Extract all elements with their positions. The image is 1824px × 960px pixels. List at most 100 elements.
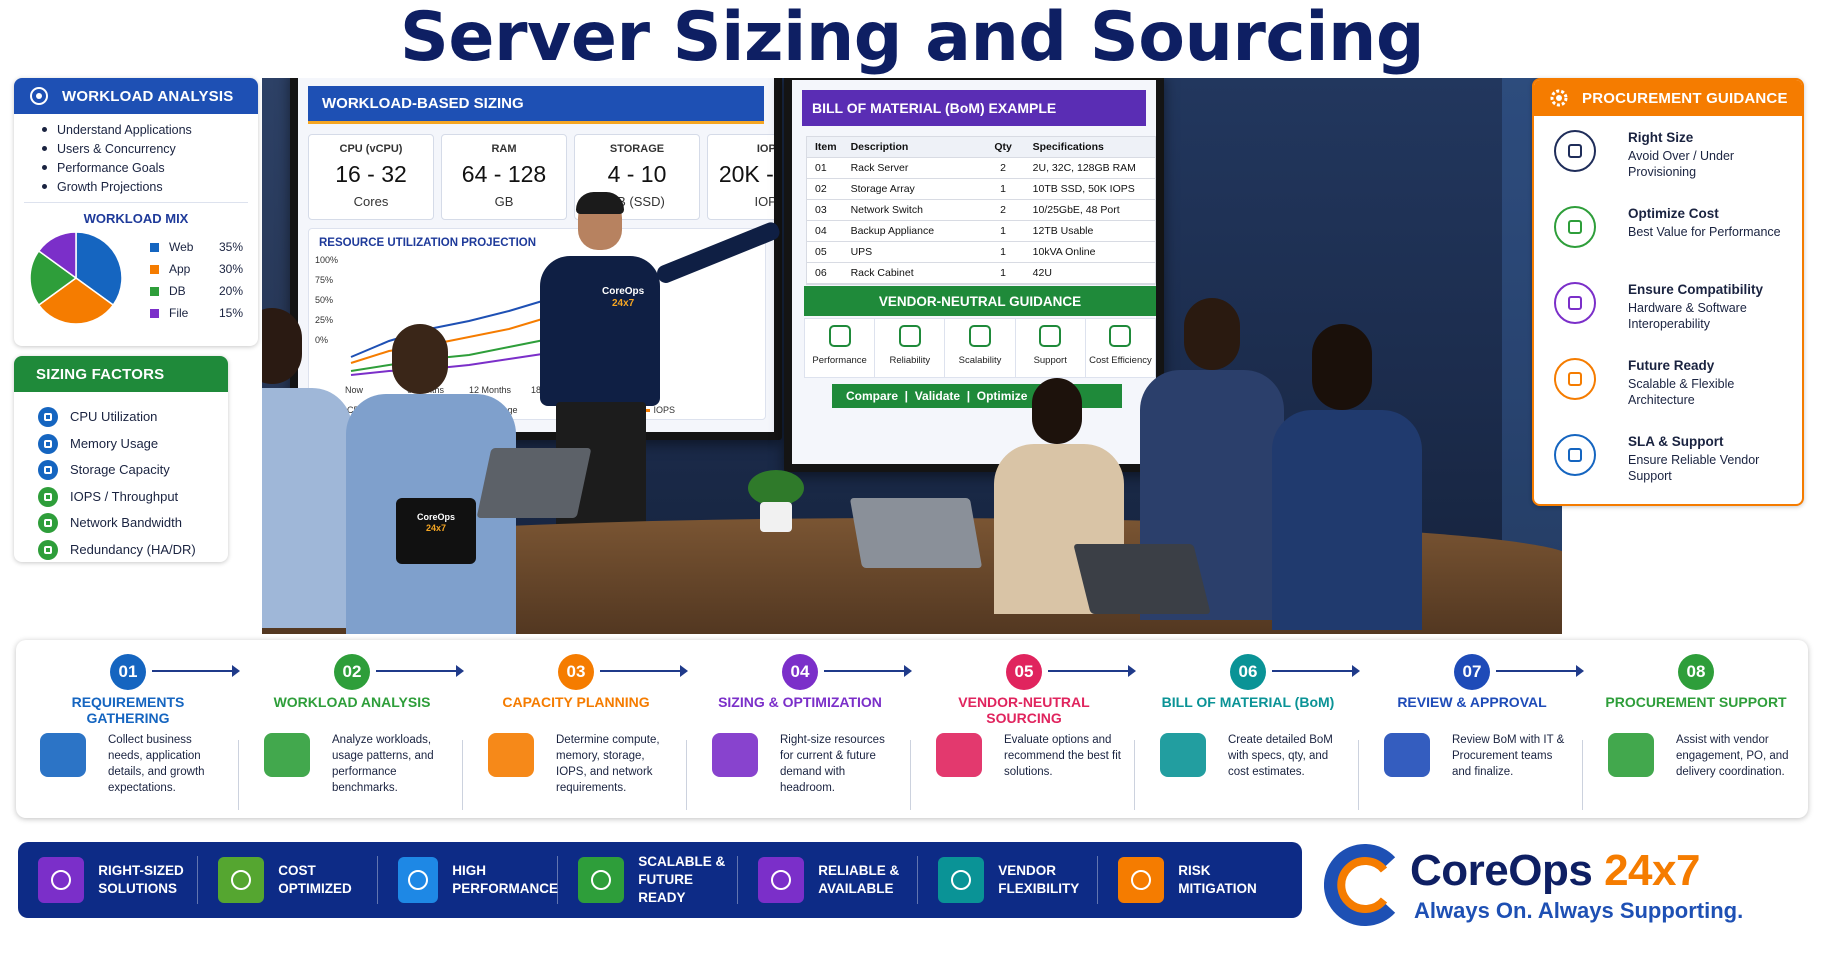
benefit-divider bbox=[197, 856, 198, 904]
bom-cell: 10/25GbE, 48 Port bbox=[1032, 204, 1120, 216]
step-arrow bbox=[600, 665, 688, 677]
y-tick: 75% bbox=[315, 275, 334, 285]
bom-cell: 1 bbox=[1000, 267, 1007, 279]
bom-cell: 1 bbox=[1000, 246, 1007, 258]
metric-label: IOPS bbox=[756, 143, 774, 155]
mix-legend-label: App bbox=[169, 262, 191, 276]
step-number: 06 bbox=[1230, 654, 1266, 690]
sizing-factor-item: Redundancy (HA/DR) bbox=[38, 537, 228, 563]
metric-unit: GB bbox=[494, 194, 514, 209]
vendor-item-icon bbox=[898, 325, 921, 347]
bom-cell: 10TB SSD, 50K IOPS bbox=[1032, 183, 1135, 195]
procurement-item-desc: Ensure Reliable Vendor Support bbox=[1628, 453, 1760, 483]
sizing-factor-icon bbox=[38, 460, 58, 481]
procurement-guidance-header: PROCUREMENT GUIDANCE bbox=[1534, 80, 1802, 116]
legend-swatch bbox=[150, 242, 159, 252]
bom-column-header: Specifications bbox=[1032, 141, 1104, 153]
chart-title: RESOURCE UTILIZATION PROJECTION bbox=[319, 237, 537, 249]
bom-header: BILL OF MATERIAL (BoM) EXAMPLE bbox=[802, 90, 1146, 126]
audience-woman-center bbox=[982, 378, 1132, 628]
pie-slice-app bbox=[37, 277, 115, 325]
y-tick: 0% bbox=[315, 335, 329, 345]
benefit-label: RISK MITIGATION bbox=[1178, 863, 1257, 896]
bom-cell: 1 bbox=[1000, 183, 1007, 195]
step-number: 04 bbox=[782, 654, 818, 690]
metric-unit: Cores bbox=[353, 194, 389, 209]
sizing-factor-icon bbox=[38, 486, 58, 507]
metric-label: STORAGE bbox=[609, 143, 665, 155]
laptop-left bbox=[476, 448, 592, 518]
sizing-screen-header: WORKLOAD-BASED SIZING bbox=[308, 86, 764, 124]
procurement-item-icon bbox=[1554, 358, 1596, 400]
benefit-item: RIGHT-SIZED SOLUTIONS bbox=[18, 842, 198, 918]
step-number: 01 bbox=[110, 654, 146, 690]
sizing-factor-item: Storage Capacity bbox=[38, 457, 228, 484]
bom-column-header: Qty bbox=[994, 141, 1012, 153]
step-description: Determine compute, memory, storage, IOPS… bbox=[556, 734, 660, 794]
procurement-item-title: Future Ready bbox=[1628, 358, 1715, 373]
vendor-neutral-header: VENDOR-NEUTRAL GUIDANCE bbox=[804, 286, 1156, 316]
gear-icon bbox=[708, 730, 766, 780]
step-description: Review BoM with IT & Procurement teams a… bbox=[1452, 734, 1565, 778]
bom-cell: Rack Cabinet bbox=[850, 267, 914, 279]
server-stack-icon bbox=[484, 730, 542, 780]
monitor-chart-icon bbox=[398, 857, 439, 903]
metric-value: 16 - 32 bbox=[335, 161, 407, 187]
step-description: Right-size resources for current & futur… bbox=[780, 734, 885, 794]
sizing-factor-item: IOPS / Throughput bbox=[38, 484, 228, 511]
page-title: Server Sizing and Sourcing bbox=[399, 0, 1425, 77]
procurement-item-desc: Avoid Over / Under Provisioning bbox=[1628, 149, 1735, 179]
sizing-factor-icon bbox=[38, 407, 58, 428]
mix-legend-label: DB bbox=[169, 284, 186, 298]
legend-swatch bbox=[150, 286, 159, 296]
step-number: 02 bbox=[334, 654, 370, 690]
procurement-item-title: Optimize Cost bbox=[1628, 206, 1719, 221]
workload-analysis-item-label: Understand Applications bbox=[57, 122, 192, 137]
benefit-item: SCALABLE & FUTURE READY bbox=[558, 842, 738, 918]
sizing-factor-item: Memory Usage bbox=[38, 431, 228, 458]
laptop-center bbox=[849, 498, 983, 568]
bullet-icon bbox=[42, 127, 47, 132]
sizing-factor-item: CPU Utilization bbox=[38, 404, 228, 431]
step-number: 03 bbox=[558, 654, 594, 690]
step-title: BILL OF MATERIAL (BoM) bbox=[1161, 694, 1335, 710]
workload-analysis-item: Users & Concurrency bbox=[42, 139, 258, 158]
step-title: VENDOR-NEUTRAL SOURCING bbox=[958, 694, 1090, 726]
audience-woman-right bbox=[1262, 324, 1422, 634]
sizing-factor-icon bbox=[38, 433, 58, 454]
procurement-item-icon bbox=[1554, 282, 1596, 324]
gear-icon bbox=[1546, 85, 1572, 111]
bom-cell: 12TB Usable bbox=[1032, 225, 1094, 237]
metric-label: RAM bbox=[491, 143, 517, 155]
workload-analysis-item: Understand Applications bbox=[42, 120, 258, 139]
sizing-factor-item: Network Bandwidth bbox=[38, 510, 228, 537]
vendor-item-icon bbox=[828, 325, 851, 347]
pie-chart-icon bbox=[260, 730, 318, 780]
benefit-item: COST OPTIMIZED bbox=[198, 842, 378, 918]
gear-icon bbox=[38, 857, 85, 903]
vendor-item: Support bbox=[1016, 319, 1086, 377]
step-arrow bbox=[376, 665, 464, 677]
audience-woman-left bbox=[262, 298, 362, 634]
benefit-divider bbox=[557, 856, 558, 904]
bom-cell: Storage Array bbox=[850, 183, 915, 195]
brand-logo: CoreOps 24x7 Always On. Always Supportin… bbox=[1324, 842, 1810, 928]
workload-analysis-item-label: Growth Projections bbox=[57, 179, 163, 194]
step-arrow bbox=[1496, 665, 1584, 677]
step-divider bbox=[238, 740, 239, 810]
mix-legend-value: 15% bbox=[219, 306, 244, 320]
